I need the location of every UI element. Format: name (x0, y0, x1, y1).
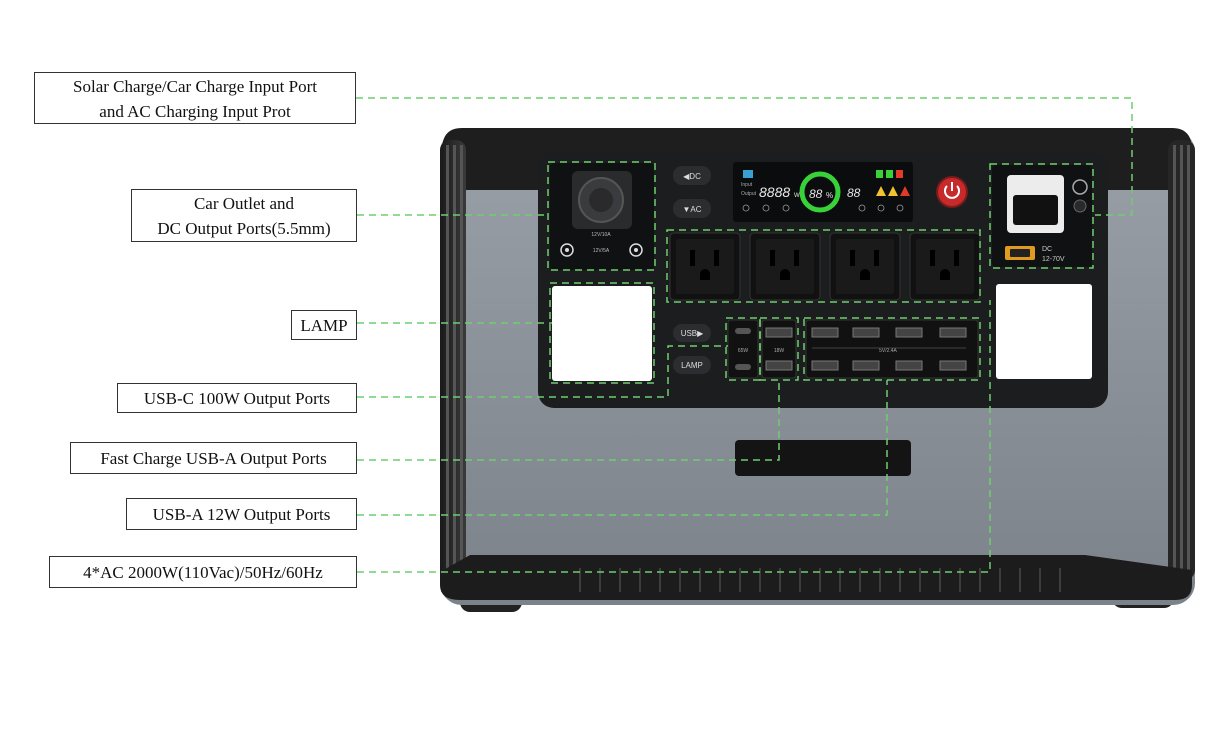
callout-fast-usb-a: Fast Charge USB-A Output Ports (70, 442, 357, 474)
lcd-display (733, 162, 913, 222)
callout-car-outlet: Car Outlet and DC Output Ports(5.5mm) (131, 189, 357, 242)
ac-button-label: ▼AC (682, 205, 701, 214)
car-socket-label: 12V/10A (591, 232, 611, 238)
usb-a-ports (811, 327, 967, 371)
display-hours: 88 (847, 186, 861, 200)
lamp-left (552, 286, 652, 381)
ac-button (673, 199, 711, 218)
callout-car-outlet-line1: Car Outlet and (193, 194, 295, 213)
dc-port-label: 12V/5A (593, 248, 610, 254)
callout-lamp: LAMP (291, 310, 357, 340)
ac-outlet-3 (829, 232, 901, 301)
dc-button-label: ◀DC (683, 172, 701, 181)
callout-fast-usb-a-text: Fast Charge USB-A Output Ports (100, 449, 327, 468)
usb-a-label: 5V/2.4A (879, 348, 897, 354)
ac-outlet-2 (749, 232, 821, 301)
usb-button (673, 324, 711, 342)
warning-icon-1 (876, 186, 886, 196)
callout-usb-c: USB-C 100W Output Ports (117, 383, 357, 413)
callout-car-outlet-line2: DC Output Ports(5.5mm) (157, 219, 331, 238)
callout-solar-input: Solar Charge/Car Charge Input Port and A… (34, 72, 356, 124)
left-side-ribs (440, 140, 466, 580)
callout-usb-a-12w-text: USB-A 12W Output Ports (152, 505, 331, 524)
ac-outlet-4 (909, 232, 981, 301)
callout-lamp-text: LAMP (300, 316, 348, 335)
callout-ac-outlets: 4*AC 2000W(110Vac)/50Hz/60Hz (49, 556, 357, 588)
usb-c-port-2 (735, 364, 751, 370)
ac-outlets (669, 232, 981, 301)
lamp-button (673, 356, 711, 374)
usb-c-label: 65W (738, 348, 749, 354)
power-button (936, 176, 968, 208)
usb-c-port-1 (735, 328, 751, 334)
usb-c-block (727, 319, 759, 379)
callout-usb-a-12w: USB-A 12W Output Ports (126, 498, 357, 530)
callout-ac-outlets-text: 4*AC 2000W(110Vac)/50Hz/60Hz (83, 563, 323, 582)
warning-icon-2 (888, 186, 898, 196)
display-watts-unit: W (794, 193, 800, 199)
ac-input-socket (1013, 195, 1058, 225)
display-input-label: Input (741, 182, 753, 188)
callout-solar-input-line1: Solar Charge/Car Charge Input Port (73, 77, 317, 96)
battery-ring (799, 171, 841, 213)
callout-usb-c-text: USB-C 100W Output Ports (143, 389, 331, 408)
callout-solar-input-line2: and AC Charging Input Prot (99, 102, 291, 121)
dc-input-voltage: 12-70V (1042, 256, 1065, 263)
dc-input-label: DC (1042, 246, 1052, 253)
display-percent: 88 (809, 187, 823, 201)
dc-button (673, 166, 711, 185)
right-side-ribs (1168, 140, 1195, 580)
fast-usb-port-1 (765, 327, 793, 338)
usb-button-label: USB▶ (681, 329, 704, 338)
display-watts: 8888 (759, 184, 790, 200)
ac-outlet-1 (669, 232, 741, 301)
warning-icon-3 (900, 186, 910, 196)
device-base (440, 555, 1192, 600)
lamp-button-label: LAMP (681, 361, 703, 370)
fast-usb-label: 18W (774, 348, 785, 354)
guide-lines (356, 97, 1133, 573)
display-percent-unit: % (826, 191, 833, 200)
lamp-right (996, 284, 1092, 379)
fast-usb-port-2 (765, 360, 793, 371)
display-output-label: Output (741, 191, 757, 197)
usb-a-block (805, 319, 979, 379)
handle-slot (735, 440, 911, 476)
